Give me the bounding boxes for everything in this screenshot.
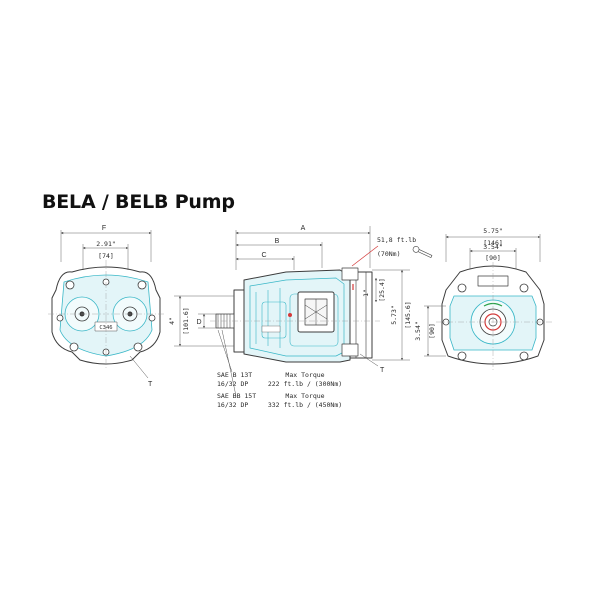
dim-4in: 4" — [168, 317, 176, 325]
page-title: BELA / BELB Pump — [42, 191, 235, 213]
dim-354v-mm: [90] — [428, 323, 436, 339]
side-view: A B C — [168, 225, 433, 409]
torque-value: 51,8 ft.lb — [377, 236, 416, 244]
side-port-t-label: T — [380, 367, 385, 374]
dim-1in-mm: [25.4] — [378, 278, 386, 301]
dim-354v-in: 3.54" — [414, 321, 422, 341]
dim-4in-mm: [101.6] — [182, 307, 190, 334]
dim-a-label: A — [301, 225, 306, 232]
torque-nm: (70Nm) — [377, 250, 400, 258]
spline-2-torque-value: 332 ft.lb / (450Nm) — [268, 401, 342, 409]
front-port-t-label: T — [148, 381, 153, 388]
front-view: F 2.91" [74] C346 T — [48, 225, 164, 388]
spline-2-torque-label: Max Torque — [285, 392, 324, 400]
wrench-icon — [412, 246, 433, 258]
dim-575-mm: [146] — [483, 239, 503, 247]
spline-1-torque-label: Max Torque — [285, 371, 324, 379]
spline-1-line1: SAE B 13T — [217, 371, 252, 379]
dim-width-mm: [74] — [98, 252, 114, 260]
dim-573-in: 5.73" — [390, 305, 398, 325]
dim-f-label: F — [102, 225, 106, 232]
dim-573-mm: [145.6] — [404, 301, 412, 328]
dim-d-label: D — [196, 319, 201, 326]
dim-354-in: 3.54" — [483, 243, 503, 251]
dim-width-inch: 2.91" — [96, 240, 116, 248]
dim-c-label: C — [261, 252, 266, 259]
dim-1in: 1" — [362, 289, 370, 297]
spline-1-line2: 16/32 DP — [217, 380, 248, 388]
spline-1-torque-value: 222 ft.lb / (300Nm) — [268, 380, 342, 388]
spline-2-line2: 16/32 DP — [217, 401, 248, 409]
dim-354-mm: [90] — [485, 254, 501, 262]
spline-2-line1: SAE BB 15T — [217, 392, 256, 400]
rear-view: 5.75" [146] 3.54" [90] 3.54" [90] — [414, 227, 552, 372]
dim-b-label: B — [275, 238, 280, 245]
dim-575-in: 5.75" — [483, 227, 503, 235]
